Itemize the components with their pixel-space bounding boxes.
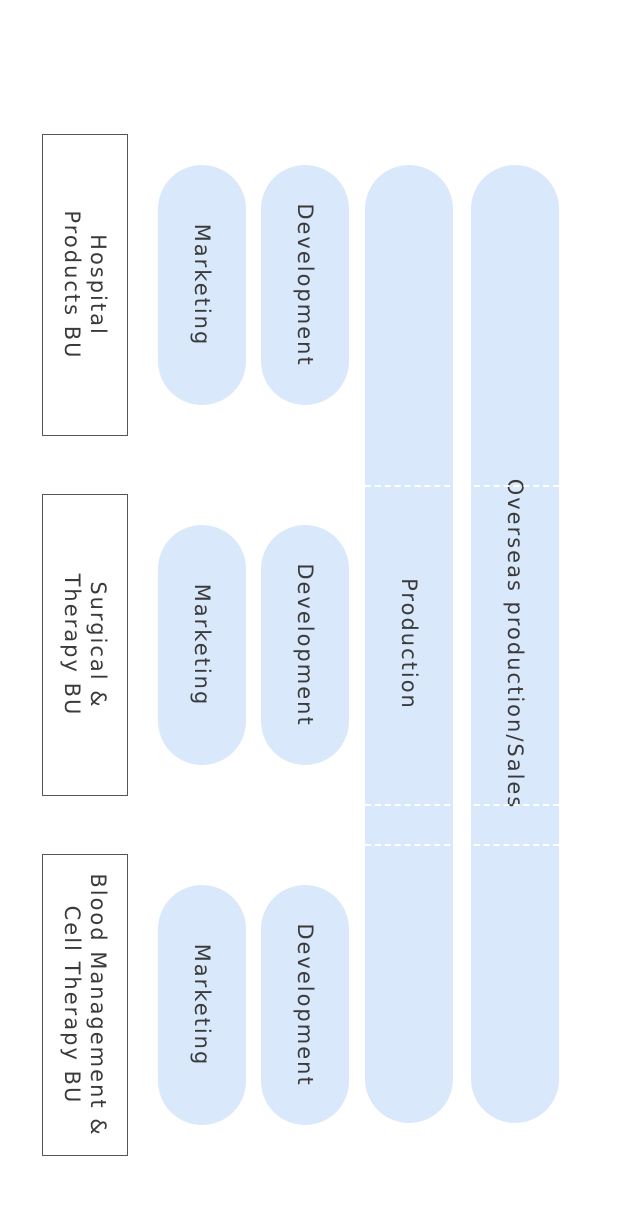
bu-box-surgical: Surgical & Therapy BU bbox=[42, 494, 128, 796]
section-divider bbox=[365, 485, 559, 487]
section-divider bbox=[365, 804, 559, 806]
marketing-pill: Marketing bbox=[158, 885, 246, 1125]
marketing-pill: Marketing bbox=[158, 525, 246, 765]
bu-label-blood: Blood Management & Cell Therapy BU bbox=[60, 873, 110, 1137]
overseas-label: Overseas production/Sales bbox=[503, 478, 527, 810]
overseas-column: Overseas production/Sales bbox=[471, 165, 559, 1123]
section-divider bbox=[365, 844, 559, 846]
bu-label-surgical: Surgical & Therapy BU bbox=[60, 573, 110, 717]
marketing-label: Marketing bbox=[190, 943, 214, 1067]
marketing-label: Marketing bbox=[190, 583, 214, 707]
development-pill: Development bbox=[261, 885, 349, 1125]
bu-label-hospital: Hospital Products BU bbox=[60, 210, 110, 360]
bu-box-blood: Blood Management & Cell Therapy BU bbox=[42, 854, 128, 1156]
production-column: Production bbox=[365, 165, 453, 1123]
marketing-label: Marketing bbox=[190, 223, 214, 347]
production-label: Production bbox=[397, 578, 421, 710]
development-label: Development bbox=[293, 923, 317, 1087]
development-label: Development bbox=[293, 563, 317, 727]
bu-box-hospital: Hospital Products BU bbox=[42, 134, 128, 436]
marketing-pill: Marketing bbox=[158, 165, 246, 405]
development-pill: Development bbox=[261, 525, 349, 765]
development-pill: Development bbox=[261, 165, 349, 405]
development-label: Development bbox=[293, 203, 317, 367]
